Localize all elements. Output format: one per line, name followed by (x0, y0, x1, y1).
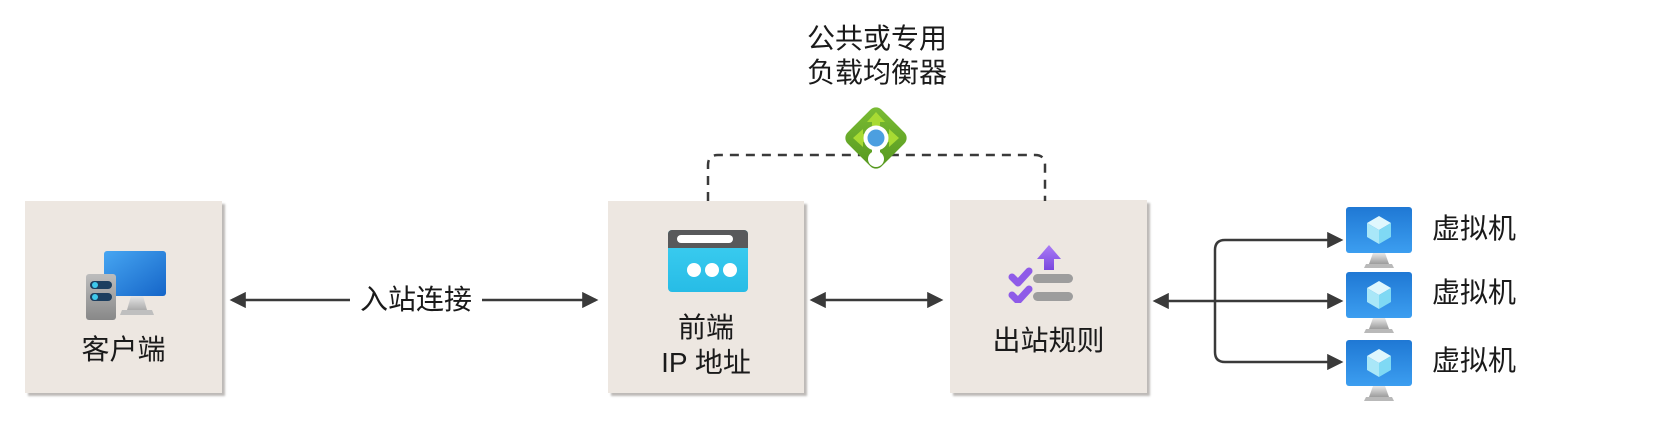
load-balancer-label: 公共或专用 负载均衡器 (807, 22, 947, 90)
vm-label-2: 虚拟机 (1432, 277, 1517, 308)
vm-icon-2 (1346, 272, 1412, 333)
frontend-label-line1: 前端 (677, 312, 734, 343)
vm-label-1: 虚拟机 (1432, 213, 1517, 244)
outbound-label: 出站规则 (992, 325, 1105, 356)
outbound-vm-bottom-arrow (1213, 302, 1344, 371)
frontend-ip-icon (668, 230, 748, 292)
vm-label-3: 虚拟机 (1432, 345, 1517, 376)
vm-icon-3 (1346, 340, 1412, 401)
client-box: 客户端 (25, 201, 222, 393)
client-icon (84, 249, 168, 321)
outbound-rules-icon (1008, 243, 1086, 303)
frontend-label-line2: IP 地址 (661, 347, 751, 378)
load-balancer-label-line1: 公共或专用 (806, 23, 948, 54)
vm-icon-1 (1346, 207, 1412, 268)
load-balancer-icon (841, 103, 911, 173)
inbound-connection-label: 入站连接 (349, 283, 483, 317)
frontend-ip-box: 前端 IP 地址 (608, 201, 804, 393)
outbound-vm-top-arrow (1213, 231, 1344, 302)
client-label: 客户端 (81, 334, 166, 365)
load-balancer-label-line2: 负载均衡器 (806, 57, 948, 88)
